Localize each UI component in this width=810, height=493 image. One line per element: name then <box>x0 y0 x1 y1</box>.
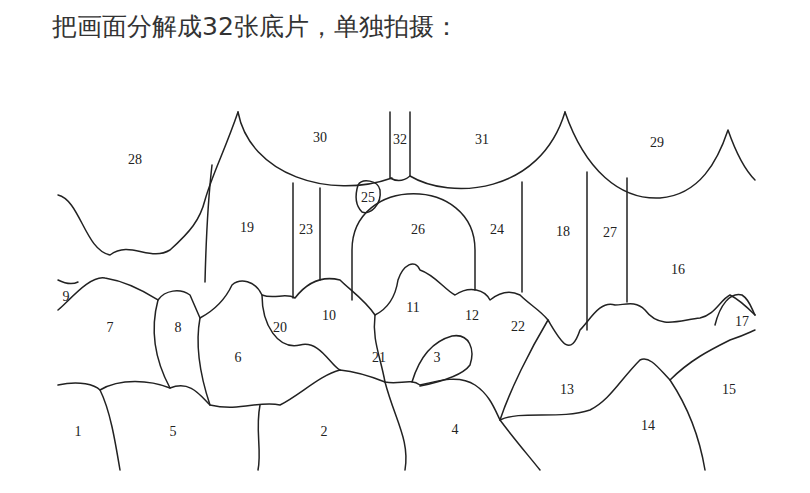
callout-number: 27 <box>603 226 617 240</box>
callout-number: 17 <box>735 315 749 329</box>
callout-number: 13 <box>560 383 574 397</box>
callout-number: 24 <box>490 223 504 237</box>
callout-number: 4 <box>452 423 459 437</box>
callout-number: 12 <box>465 309 479 323</box>
callout-number: 1 <box>75 425 82 439</box>
callout-number: 16 <box>671 263 685 277</box>
callout-number: 28 <box>128 153 142 167</box>
callout-number: 25 <box>361 191 375 205</box>
callout-number: 9 <box>63 290 70 304</box>
callout-number: 10 <box>322 309 336 323</box>
callout-number: 30 <box>313 131 327 145</box>
callout-number: 26 <box>411 223 425 237</box>
callout-number: 31 <box>475 133 489 147</box>
callout-number: 32 <box>393 133 407 147</box>
page-title: 把画面分解成32张底片，单独拍摄： <box>52 10 459 43</box>
callout-number: 8 <box>175 321 182 335</box>
callout-number: 22 <box>511 320 525 334</box>
callout-number: 7 <box>107 321 114 335</box>
callout-number: 18 <box>556 225 570 239</box>
callout-number: 6 <box>235 351 242 365</box>
callout-number: 14 <box>641 419 655 433</box>
callout-number: 2 <box>321 425 328 439</box>
callout-number: 11 <box>406 301 419 315</box>
callout-number: 15 <box>722 383 736 397</box>
callout-number: 29 <box>650 136 664 150</box>
callout-number: 19 <box>240 221 254 235</box>
callout-number: 3 <box>434 351 441 365</box>
callout-number: 20 <box>273 321 287 335</box>
callout-number: 21 <box>372 351 386 365</box>
callout-number: 23 <box>299 223 313 237</box>
callout-number: 5 <box>170 425 177 439</box>
